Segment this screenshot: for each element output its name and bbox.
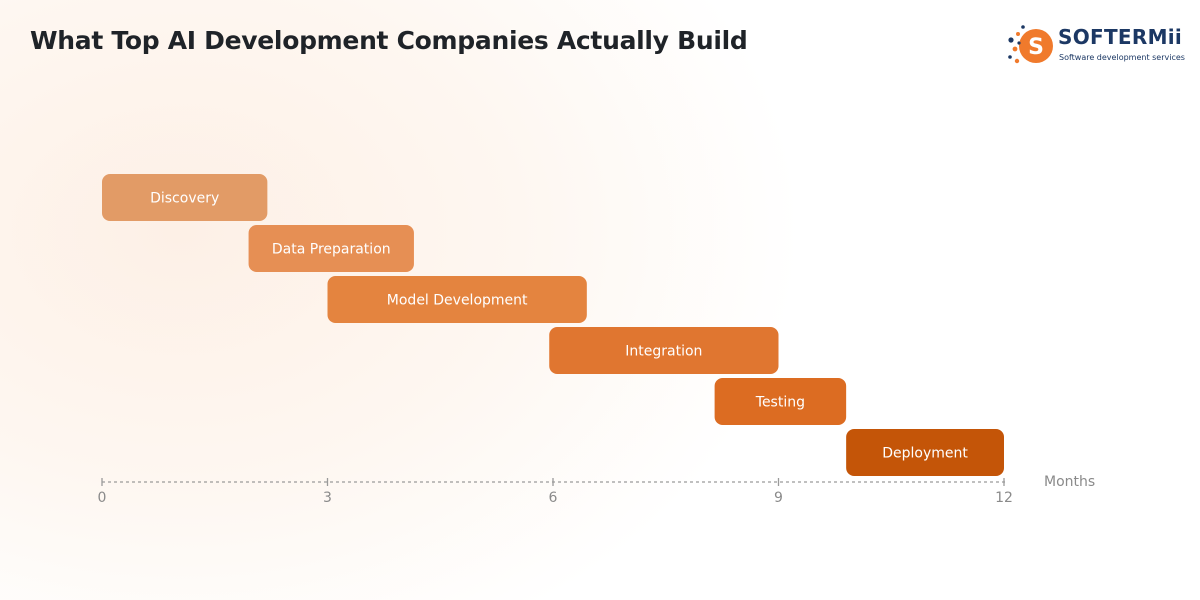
task-bar: [327, 276, 587, 323]
x-tick-label: 3: [323, 490, 332, 506]
x-tick-label: 12: [995, 490, 1013, 506]
logo-tagline: Software development services: [1059, 53, 1185, 62]
task-bar: [714, 378, 847, 425]
page-title: What Top AI Development Companies Actual…: [30, 26, 748, 55]
task-bar: [846, 429, 1004, 476]
logo-name: SOFTERMii: [1058, 25, 1183, 49]
task-label: Integration: [625, 344, 702, 360]
svg-text:S: S: [1028, 35, 1044, 60]
task-label: Deployment: [882, 446, 968, 462]
task-label: Discovery: [150, 191, 219, 207]
brand-logo: S SOFTERMii Software development service…: [1006, 22, 1190, 68]
logo-mark-icon: S: [1008, 25, 1053, 64]
task-bar: [248, 225, 414, 272]
x-axis-label: Months: [1044, 474, 1095, 490]
task-label: Data Preparation: [272, 242, 391, 258]
x-tick-label: 6: [549, 490, 558, 506]
x-tick-label: 0: [98, 490, 107, 506]
task-deployment: Deployment: [846, 429, 1004, 476]
task-data-preparation: Data Preparation: [248, 225, 414, 272]
task-discovery: Discovery: [102, 174, 268, 221]
x-axis-ticks: 0 3 6 9 12: [98, 478, 1013, 506]
task-label: Model Development: [387, 293, 528, 309]
task-testing: Testing: [714, 378, 847, 425]
task-integration: Integration: [549, 327, 779, 374]
task-bar: [102, 174, 268, 221]
x-tick-label: 9: [774, 490, 783, 506]
task-label: Testing: [755, 395, 805, 411]
task-bar: [549, 327, 779, 374]
task-model-development: Model Development: [327, 276, 587, 323]
